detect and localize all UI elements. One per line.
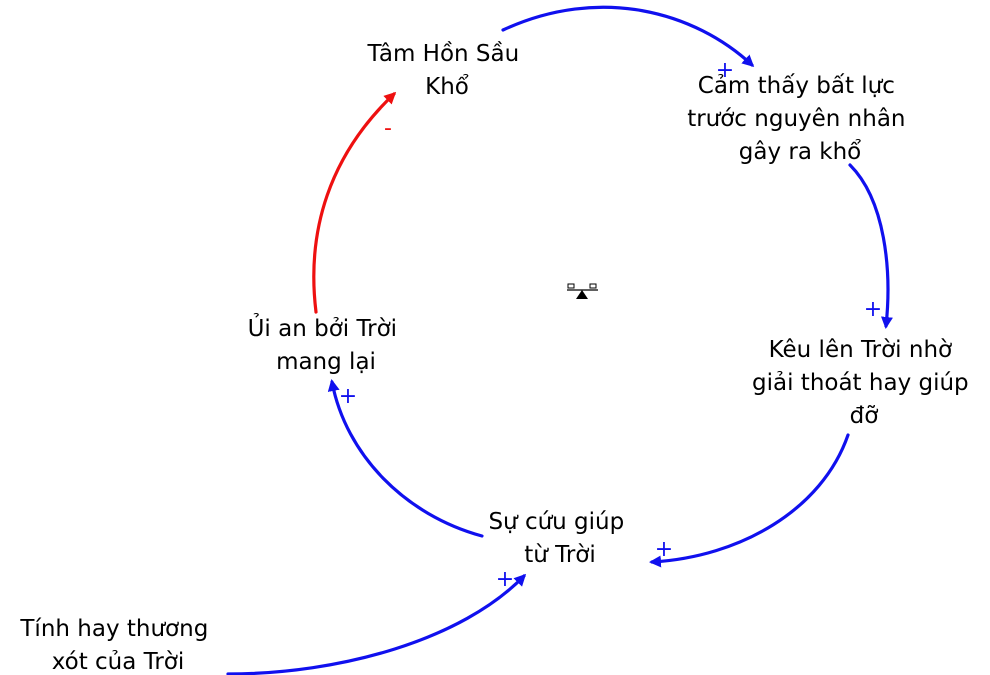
link-cam-to-keu xyxy=(848,163,893,329)
link-tinh-to-su xyxy=(226,573,527,675)
node-tam-hon-sau-kho: Tâm Hồn Sầu Khổ xyxy=(366,41,526,100)
link-tam-to-cam xyxy=(501,5,755,68)
balance-loop-seesaw-icon xyxy=(567,283,598,299)
link-keu-to-su xyxy=(649,433,850,568)
link-ui-to-tam xyxy=(312,91,397,314)
node-tinh-hay-thuong-xot: Tính hay thương xót của Trời xyxy=(19,616,215,675)
polarity-tinh-to-su: + xyxy=(496,567,514,592)
polarity-keu-to-su: + xyxy=(655,537,673,562)
polarity-su-to-ui: + xyxy=(339,384,357,409)
node-keu-len-troi: Kêu lên Trời nhờ giải thoát hay giúp đỡ xyxy=(752,337,976,429)
polarity-tam-to-cam: + xyxy=(716,58,734,83)
node-ui-an-boi-troi: Ủi an bởi Trời mang lại xyxy=(248,313,405,375)
polarity-ui-to-tam: - xyxy=(384,116,392,141)
polarity-cam-to-keu: + xyxy=(864,297,882,322)
node-cam-thay-bat-luc: Cảm thấy bất lực trước nguyên nhân gây r… xyxy=(687,73,913,165)
node-su-cuu-giup: Sự cứu giúp từ Trời xyxy=(488,509,631,568)
link-su-to-ui xyxy=(327,379,484,538)
